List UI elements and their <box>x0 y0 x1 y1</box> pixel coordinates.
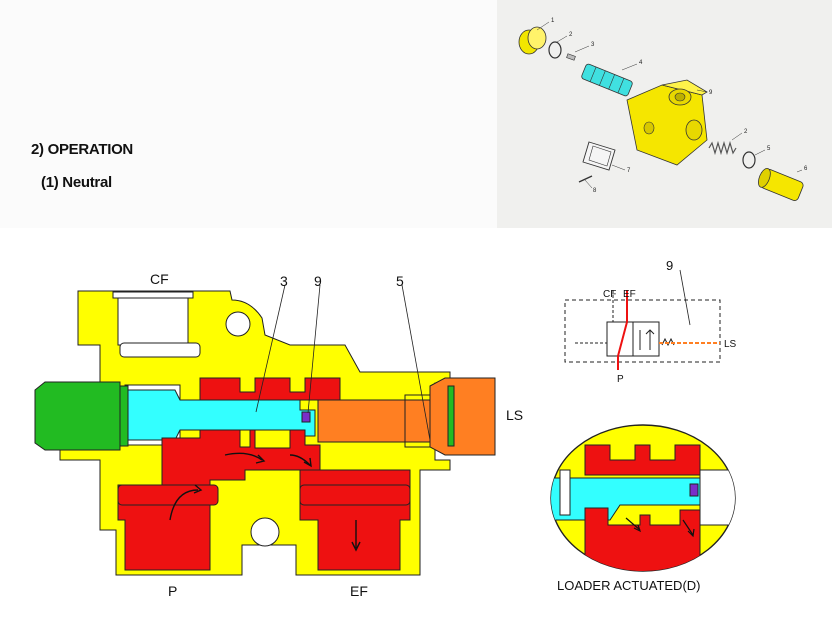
pressure-port-p <box>117 429 321 571</box>
schematic-label-ls: LS <box>724 339 737 350</box>
callout-lines <box>255 284 431 441</box>
leader-lines <box>536 21 803 189</box>
part-ring-5 <box>742 151 756 169</box>
part-spring-2 <box>708 140 737 156</box>
detail-caption: LOADER ACTUATED(D) <box>557 578 701 593</box>
port-label-p: P <box>168 583 177 599</box>
schematic-label-cf: CF <box>603 289 616 300</box>
schematic-label-ef: EF <box>623 289 636 300</box>
flow-arrows <box>169 452 361 552</box>
part-screw-8 <box>578 175 593 183</box>
detail-magnified-view: LOADER ACTUATED(D) <box>550 424 736 593</box>
exploded-parts-illustration: 1 2 3 4 9 7 8 2 5 6 <box>518 18 808 201</box>
section-subtitle: (1) Neutral <box>41 174 112 191</box>
valve-diagram-area: CF 3 9 5 LS P EF 9 CF EF P LS <box>34 258 737 599</box>
part-pin-3 <box>566 53 576 61</box>
green-plug <box>34 381 121 451</box>
part-label: 5 <box>767 146 771 152</box>
part-label: 1 <box>551 18 555 24</box>
port-label-cf: CF <box>150 271 169 287</box>
part-oring-2 <box>548 41 562 59</box>
part-label: 2 <box>569 32 573 38</box>
port-label-ef: EF <box>350 583 368 599</box>
schematic-label-p: P <box>617 374 624 385</box>
part-label: 8 <box>593 188 597 194</box>
port-label-ls: LS <box>506 407 523 423</box>
part-label: 4 <box>639 60 643 66</box>
part-label: 9 <box>709 90 713 96</box>
part-label: 3 <box>591 42 595 48</box>
hydraulic-schematic: 9 CF EF P LS <box>564 258 737 385</box>
ls-chamber <box>317 399 431 443</box>
red-land-upper <box>199 377 341 401</box>
valve-cross-section <box>34 290 496 576</box>
section-title: 2) OPERATION <box>31 141 133 158</box>
check-ball-9 <box>301 411 311 423</box>
ls-plug <box>429 377 496 456</box>
callout-label-5: 5 <box>396 273 404 289</box>
part-number-labels: 1 2 3 4 9 7 8 2 5 6 <box>551 18 808 194</box>
part-label: 7 <box>627 168 631 174</box>
part-body-9 <box>626 79 708 166</box>
part-label: 2 <box>744 129 748 135</box>
callout-label-9: 9 <box>314 273 322 289</box>
part-cap-1 <box>518 26 547 55</box>
schematic-label-9: 9 <box>666 258 673 273</box>
part-label: 6 <box>804 166 808 172</box>
callout-label-3: 3 <box>280 273 288 289</box>
part-plug-6 <box>758 168 804 201</box>
part-spool-4 <box>581 63 633 97</box>
part-plate-7 <box>582 141 616 171</box>
